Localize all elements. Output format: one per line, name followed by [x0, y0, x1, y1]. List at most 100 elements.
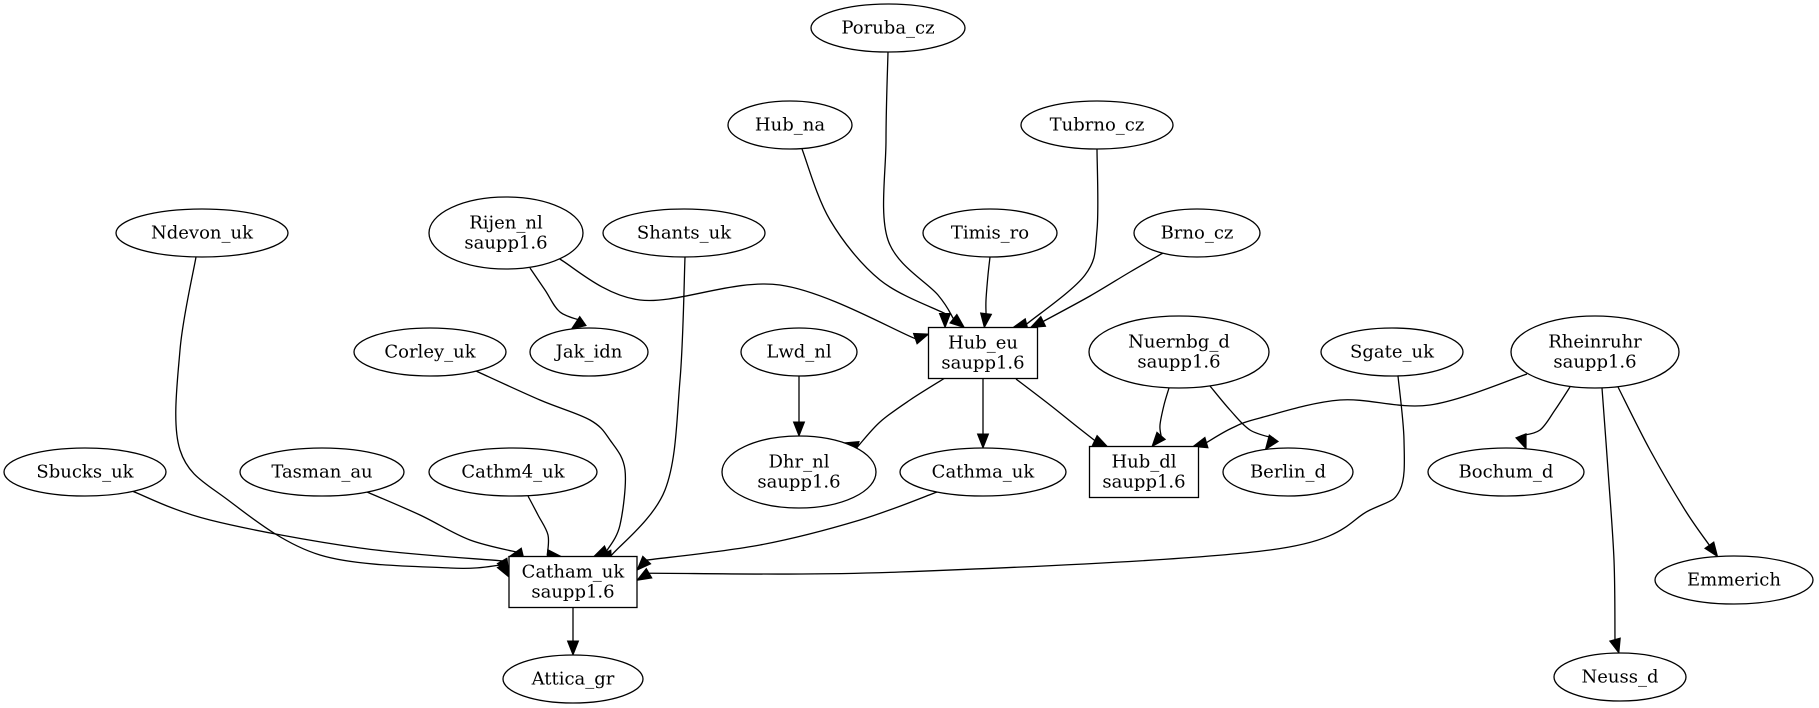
- node-ellipse: [721, 435, 877, 509]
- node-bochum-d[interactable]: Bochum_d: [1427, 447, 1585, 497]
- node-label: Hub_dl: [1111, 452, 1176, 473]
- node-ellipse: [899, 447, 1067, 497]
- edge-lwd_nl-to-dhr_nl: [792, 375, 806, 438]
- edge-rheinruhr-to-emmerich: [1617, 386, 1719, 558]
- edge-line: [1617, 386, 1710, 546]
- node-emmerich[interactable]: Emmerich: [1654, 555, 1814, 605]
- arrowhead-icon: [979, 312, 993, 329]
- arrowhead-icon: [1515, 433, 1527, 451]
- node-poruba-cz[interactable]: Poruba_cz: [810, 3, 966, 53]
- edge-line: [801, 148, 946, 315]
- edge-sbucks_uk-to-catham_uk: [131, 490, 510, 575]
- edge-sgate_uk-to-catham_uk: [635, 375, 1406, 582]
- node-sublabel: saupp1.6: [531, 582, 614, 603]
- edge-line: [1026, 148, 1099, 325]
- node-ellipse: [740, 327, 858, 377]
- edge-line: [1206, 373, 1528, 444]
- node-box: [1088, 445, 1200, 499]
- node-ellipse: [1222, 447, 1354, 497]
- node-label: Hub_na: [755, 115, 825, 136]
- node-tasman-au[interactable]: Tasman_au: [239, 447, 405, 497]
- arrowhead-icon: [1703, 541, 1719, 558]
- node-label: Hub_eu: [948, 333, 1018, 354]
- node-box: [508, 555, 638, 609]
- arrowhead-icon: [636, 555, 652, 572]
- node-ndevon-uk[interactable]: Ndevon_uk: [115, 208, 289, 258]
- node-shants-uk[interactable]: Shants_uk: [602, 208, 766, 258]
- edge-line: [131, 490, 503, 562]
- edge-hub_na-to-hub_eu: [801, 148, 952, 329]
- arrowhead-icon: [1264, 434, 1280, 451]
- node-label: Corley_uk: [384, 342, 476, 363]
- edge-line: [475, 370, 627, 552]
- node-cathma-uk[interactable]: Cathma_uk: [899, 447, 1067, 497]
- edge-line: [1042, 252, 1164, 322]
- edge-tasman_au-to-catham_uk: [366, 491, 525, 560]
- node-ellipse: [115, 208, 289, 258]
- node-tubrno-cz[interactable]: Tubrno_cz: [1020, 100, 1174, 150]
- arrowhead-icon: [1091, 434, 1109, 448]
- node-label: Jak_idn: [554, 342, 623, 363]
- edge-ndevon_uk-to-catham_uk: [175, 256, 510, 579]
- node-corley-uk[interactable]: Corley_uk: [353, 327, 507, 377]
- node-sgate-uk[interactable]: Sgate_uk: [1320, 327, 1464, 377]
- node-label: Attica_gr: [531, 669, 615, 690]
- edge-shants_uk-to-catham_uk: [595, 256, 686, 562]
- edge-cathma_uk-to-catham_uk: [636, 491, 938, 572]
- node-timis-ro[interactable]: Timis_ro: [922, 208, 1058, 258]
- edge-line: [985, 256, 991, 314]
- node-lwd-nl[interactable]: Lwd_nl: [740, 327, 858, 377]
- node-berlin-d[interactable]: Berlin_d: [1222, 447, 1354, 497]
- edge-cathm4_uk-to-catham_uk: [527, 495, 563, 562]
- node-ellipse: [529, 327, 649, 377]
- edge-nuernbg_d-to-berlin_d: [1209, 385, 1280, 451]
- node-label: Neuss_d: [1582, 667, 1659, 688]
- node-ellipse: [239, 447, 405, 497]
- node-label: Tubrno_cz: [1050, 115, 1145, 136]
- node-label: Dhr_nl: [769, 452, 830, 473]
- edge-rheinruhr-to-neuss_d: [1601, 387, 1621, 655]
- arrowhead-icon: [635, 567, 653, 582]
- node-ellipse: [1553, 652, 1687, 702]
- node-ellipse: [727, 100, 853, 150]
- node-sublabel: saupp1.6: [757, 472, 840, 493]
- node-ellipse: [1088, 315, 1270, 389]
- node-sbucks-uk[interactable]: Sbucks_uk: [3, 447, 167, 497]
- arrowhead-icon: [792, 421, 806, 438]
- edge-hub_eu-to-hub_dl: [1015, 378, 1109, 448]
- node-label: Tasman_au: [271, 462, 372, 483]
- node-label: Shants_uk: [637, 223, 732, 244]
- arrowhead-icon: [976, 433, 990, 450]
- edge-rheinruhr-to-bochum_d: [1515, 386, 1571, 451]
- node-label: Rijen_nl: [469, 213, 543, 234]
- node-brno-cz[interactable]: Brno_cz: [1133, 208, 1261, 258]
- node-ellipse: [810, 3, 966, 53]
- edge-catham_uk-to-attica_gr: [566, 607, 580, 657]
- edge-hub_eu-to-cathma_uk: [976, 379, 990, 450]
- node-label: Sgate_uk: [1350, 342, 1435, 363]
- node-cathm4-uk[interactable]: Cathm4_uk: [428, 447, 598, 497]
- node-attica-gr[interactable]: Attica_gr: [502, 654, 644, 704]
- node-label: Cathma_uk: [932, 462, 1036, 483]
- node-ellipse: [428, 196, 584, 270]
- node-hub-na[interactable]: Hub_na: [727, 100, 853, 150]
- node-jak-idn[interactable]: Jak_idn: [529, 327, 649, 377]
- node-neuss-d[interactable]: Neuss_d: [1553, 652, 1687, 702]
- edge-rheinruhr-to-hub_dl: [1191, 373, 1528, 449]
- node-sublabel: saupp1.6: [1102, 472, 1185, 493]
- edge-line: [366, 491, 523, 555]
- edge-line: [1601, 387, 1616, 640]
- node-ellipse: [502, 654, 644, 704]
- edge-hub_eu-to-dhr_nl: [842, 377, 946, 453]
- node-label: Bochum_d: [1459, 462, 1554, 483]
- node-sublabel: saupp1.6: [464, 233, 547, 254]
- node-label: Timis_ro: [951, 223, 1029, 244]
